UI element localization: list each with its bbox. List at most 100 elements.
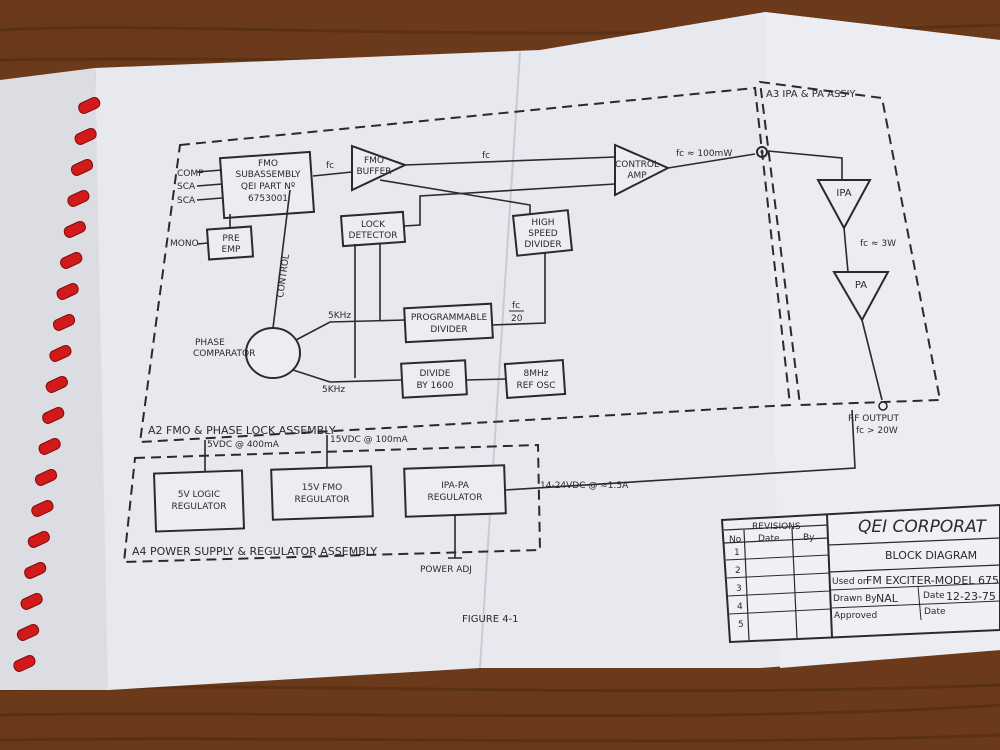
control-amp — [614, 143, 671, 197]
pa-to-output-wire — [861, 319, 883, 401]
rf-connector-pin — [760, 150, 764, 154]
reg-5v-block — [152, 469, 246, 533]
used-on-label: Used on — [832, 577, 869, 587]
spiral-binding — [13, 96, 101, 672]
binding-coil — [60, 251, 83, 269]
binding-coil — [70, 158, 94, 176]
hs-divider-line-1: HIGH — [531, 218, 554, 228]
a3-label: A3 IPA & PA ASS'Y — [766, 89, 856, 100]
title-block — [720, 503, 1000, 644]
binding-coil — [49, 344, 72, 362]
reg-15v-line-1: 15V FMO — [302, 483, 343, 493]
rev-row-3: 3 — [736, 584, 742, 594]
divide-1600-line-2: BY 1600 — [417, 381, 454, 391]
pre-emp-block — [205, 225, 255, 261]
buffer-to-divider-wire — [379, 179, 531, 214]
binding-coil — [67, 189, 90, 207]
binding-coil — [52, 313, 76, 331]
v15-label: 15VDC @ 100mA — [330, 435, 408, 445]
lock-detector-inputs — [354, 244, 381, 378]
binding-coil — [74, 127, 97, 145]
rev-col-no: No — [729, 535, 742, 545]
date-value: 12-23-75 — [946, 590, 996, 603]
rf-fc-label: fc > 20W — [856, 426, 898, 436]
pa-amp — [832, 271, 890, 323]
revisions-header: REVISIONS — [752, 522, 801, 532]
fmo-sub-line-3: QEI PART Nº — [241, 182, 295, 192]
a2-boundary — [138, 86, 792, 444]
date2-label: Date — [924, 607, 946, 617]
drawn-by-label: Drawn By — [833, 594, 877, 604]
pre-emp-line-1: PRE — [222, 234, 240, 244]
fc-wire-1 — [312, 171, 353, 177]
output-wire — [667, 153, 756, 169]
reg-5v-line-1: 5V LOGIC — [178, 490, 220, 500]
programmable-divider-block — [403, 302, 494, 344]
binding-coil — [38, 437, 61, 455]
used-on-value: FM EXCITER-MODEL 675 — [866, 574, 999, 587]
khz-label-1: 5KHz — [328, 311, 351, 321]
ipa-pa-supply-wire — [504, 409, 856, 491]
fmo-sub-line-4: 6753001 — [248, 194, 288, 204]
high-speed-divider-block — [511, 209, 574, 257]
binding-coil — [42, 406, 65, 424]
input-comp: COMP — [177, 169, 204, 179]
ipa-amp — [816, 179, 872, 231]
lock-detector-out — [403, 218, 421, 227]
rf-output-connector — [878, 401, 888, 411]
ipa-to-pa-wire — [843, 227, 849, 273]
approved-label: Approved — [834, 611, 877, 621]
input-wires — [196, 169, 223, 201]
binding-coil — [16, 623, 40, 641]
lock-detector-line-1: LOCK — [361, 220, 386, 230]
binding-coil — [31, 499, 54, 517]
prog-to-comp-wire — [295, 319, 406, 341]
reg-ipa-line-1: IPA-PA — [441, 481, 470, 491]
fmo-buffer-amp — [351, 144, 408, 192]
ref-osc-line-1: 8MHz — [524, 369, 549, 379]
pre-emp-wires — [196, 214, 231, 245]
khz-label-2: 5KHz — [322, 385, 345, 395]
fmo-sub-line-1: FMO — [258, 159, 278, 169]
a3-boundary — [758, 80, 942, 407]
divide-1600-line-1: DIVIDE — [419, 369, 450, 379]
power-adj-label: POWER ADJ — [420, 565, 472, 575]
binding-coil — [20, 592, 43, 610]
v5-label: 5VDC @ 400mA — [207, 440, 280, 450]
hs-divider-line-3: DIVIDER — [524, 240, 561, 250]
a2-label: A2 FMO & PHASE LOCK ASSEMBLY — [148, 424, 336, 437]
lock-detector-line-2: DETECTOR — [349, 231, 398, 241]
fmo-buffer-line-1: FMO — [364, 156, 384, 166]
rev-row-5: 5 — [738, 620, 744, 630]
binding-coil — [13, 654, 36, 672]
a3-input-wire — [767, 150, 843, 180]
reg-ipa-pa-block — [403, 464, 507, 518]
input-mono: MONO — [170, 239, 199, 249]
supply-wires — [204, 435, 328, 472]
phase-comp-line-2: COMPARATOR — [193, 349, 255, 359]
lock-to-control-wire — [419, 183, 616, 218]
fc-label-1: fc — [326, 161, 334, 171]
control-wire — [272, 189, 291, 329]
fc20-numerator: fc — [512, 301, 520, 311]
rf-connector-in — [756, 146, 768, 158]
fc-3w-label: fc ≈ 3W — [860, 239, 896, 249]
input-sca-1: SCA — [177, 182, 196, 192]
power-adj-wire — [448, 515, 462, 559]
prog-divider-line-1: PROGRAMMABLE — [411, 313, 488, 323]
date-label: Date — [923, 591, 945, 601]
hs-divider-line-2: SPEED — [528, 229, 558, 239]
fc20-denominator: 20 — [511, 314, 523, 324]
rev-col-date: Date — [758, 534, 780, 544]
fc-wire-2 — [404, 156, 616, 166]
binding-coil — [56, 282, 79, 300]
divider-to-prog-wire — [491, 253, 546, 326]
fmo-subassembly-block — [218, 150, 316, 220]
binding-coil — [34, 468, 58, 486]
divide-to-comp-wire — [292, 369, 403, 383]
phase-comp-line-1: PHASE — [195, 338, 225, 348]
binding-coil — [78, 96, 101, 114]
binding-coil — [45, 375, 68, 393]
rev-row-2: 2 — [735, 566, 741, 576]
